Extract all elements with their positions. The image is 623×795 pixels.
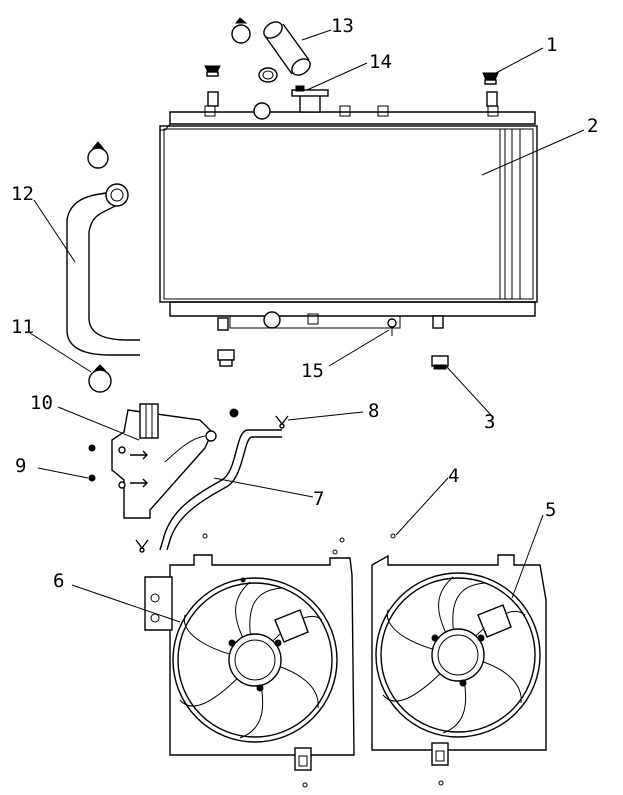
leader-lines bbox=[29, 29, 585, 623]
callout-10: 10 bbox=[30, 392, 53, 414]
radiator bbox=[159, 91, 538, 336]
bolt bbox=[88, 408, 239, 482]
callout-labels: 1 2 3 4 5 6 7 8 9 10 11 12 13 14 15 bbox=[11, 15, 598, 592]
callout-3: 3 bbox=[484, 411, 495, 433]
callout-4: 4 bbox=[448, 465, 459, 487]
callout-12: 12 bbox=[11, 183, 34, 205]
hose-clamp bbox=[87, 141, 112, 393]
callout-7: 7 bbox=[313, 488, 324, 510]
mount-bushing-top bbox=[204, 65, 499, 85]
lower-hose bbox=[66, 183, 140, 356]
callout-15: 15 bbox=[301, 360, 324, 382]
radiator-cap bbox=[291, 85, 329, 97]
callout-9: 9 bbox=[15, 455, 26, 477]
callout-6: 6 bbox=[53, 570, 64, 592]
callout-2: 2 bbox=[587, 115, 598, 137]
callout-1: 1 bbox=[546, 34, 557, 56]
upper-hose bbox=[263, 21, 311, 76]
fan-assembly-left bbox=[144, 533, 355, 788]
mount-bushing-bottom bbox=[217, 349, 449, 370]
callout-8: 8 bbox=[368, 400, 379, 422]
callout-5: 5 bbox=[545, 499, 556, 521]
coolant-reservoir bbox=[111, 403, 217, 519]
callout-11: 11 bbox=[11, 316, 34, 338]
fan-assembly-right bbox=[371, 533, 547, 786]
callout-13: 13 bbox=[331, 15, 354, 37]
hose-clamp-top bbox=[231, 17, 278, 83]
hose-clip bbox=[135, 415, 289, 553]
callout-14: 14 bbox=[369, 51, 392, 73]
